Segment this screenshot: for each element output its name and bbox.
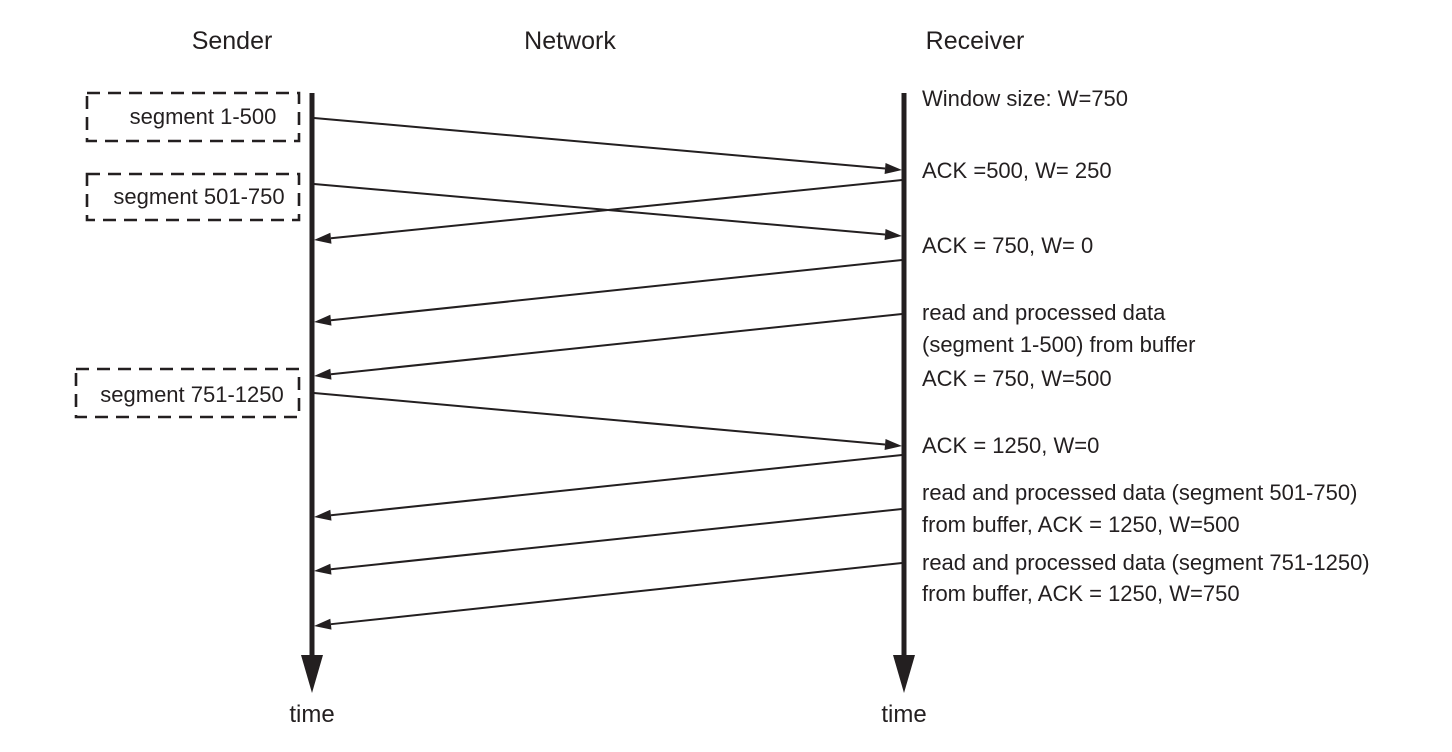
message-arrowhead	[314, 368, 332, 380]
message-arrow-3	[314, 179, 903, 244]
message-arrowhead	[314, 509, 332, 521]
message-arrow-6	[313, 392, 902, 450]
receiver-note-read-3-line-2: from buffer, ACK = 1250, W=750	[922, 581, 1240, 606]
message-line	[330, 179, 903, 240]
message-arrowhead	[884, 438, 902, 450]
segment-label: segment 1-500	[130, 104, 277, 129]
message-arrow-5	[314, 313, 903, 380]
receiver-note-ack-1250: ACK = 1250, W=0	[922, 433, 1099, 458]
sender-timeline-arrowhead	[301, 655, 323, 693]
sender-timeline	[301, 93, 323, 693]
receiver-note-read-1-line-3: ACK = 750, W=500	[922, 366, 1112, 391]
message-line	[313, 183, 886, 236]
receiver-note-read-2-line-1: read and processed data (segment 501-750…	[922, 480, 1357, 505]
message-arrowhead	[314, 232, 332, 244]
message-line	[313, 392, 886, 446]
message-arrow-9	[314, 562, 903, 630]
message-arrowhead	[314, 618, 332, 630]
message-arrowhead	[884, 229, 902, 240]
receiver-timeline-arrowhead	[893, 655, 915, 693]
segment-box-2: segment 501-750	[85, 172, 301, 222]
message-arrow-8	[314, 508, 903, 575]
sender-time-label: time	[289, 701, 334, 728]
message-arrow-2	[313, 183, 902, 240]
receiver-header: Receiver	[926, 27, 1025, 55]
message-arrowhead	[314, 563, 332, 575]
message-arrowhead	[314, 314, 332, 326]
segment-label: segment 751-1250	[100, 382, 283, 407]
message-line	[330, 454, 903, 517]
receiver-note-ack-500: ACK =500, W= 250	[922, 158, 1112, 183]
receiver-note-read-1-line-2: (segment 1-500) from buffer	[922, 332, 1196, 357]
segment-box-3: segment 751-1250	[74, 367, 301, 419]
receiver-timeline	[893, 93, 915, 693]
message-arrows	[313, 117, 903, 630]
receiver-note-read-3-line-1: read and processed data (segment 751-125…	[922, 550, 1370, 575]
receiver-time-label: time	[881, 701, 926, 728]
receiver-note-ack-750: ACK = 750, W= 0	[922, 233, 1093, 258]
sender-header: Sender	[192, 27, 273, 55]
message-line	[330, 313, 903, 376]
receiver-note-window-size: Window size: W=750	[922, 86, 1128, 111]
message-arrow-7	[314, 454, 903, 521]
message-arrow-4	[314, 259, 903, 326]
receiver-notes: Window size: W=750 ACK =500, W= 250 ACK …	[922, 86, 1370, 606]
message-arrow-1	[313, 117, 902, 174]
message-line	[313, 117, 886, 170]
receiver-note-read-2-line-2: from buffer, ACK = 1250, W=500	[922, 512, 1240, 537]
message-line	[330, 259, 903, 322]
message-line	[330, 562, 903, 626]
segment-box-1: segment 1-500	[85, 91, 301, 143]
segment-label: segment 501-750	[113, 184, 284, 209]
receiver-note-read-1-line-1: read and processed data	[922, 300, 1166, 325]
network-header: Network	[524, 27, 616, 55]
message-arrowhead	[884, 163, 902, 174]
message-line	[330, 508, 903, 571]
